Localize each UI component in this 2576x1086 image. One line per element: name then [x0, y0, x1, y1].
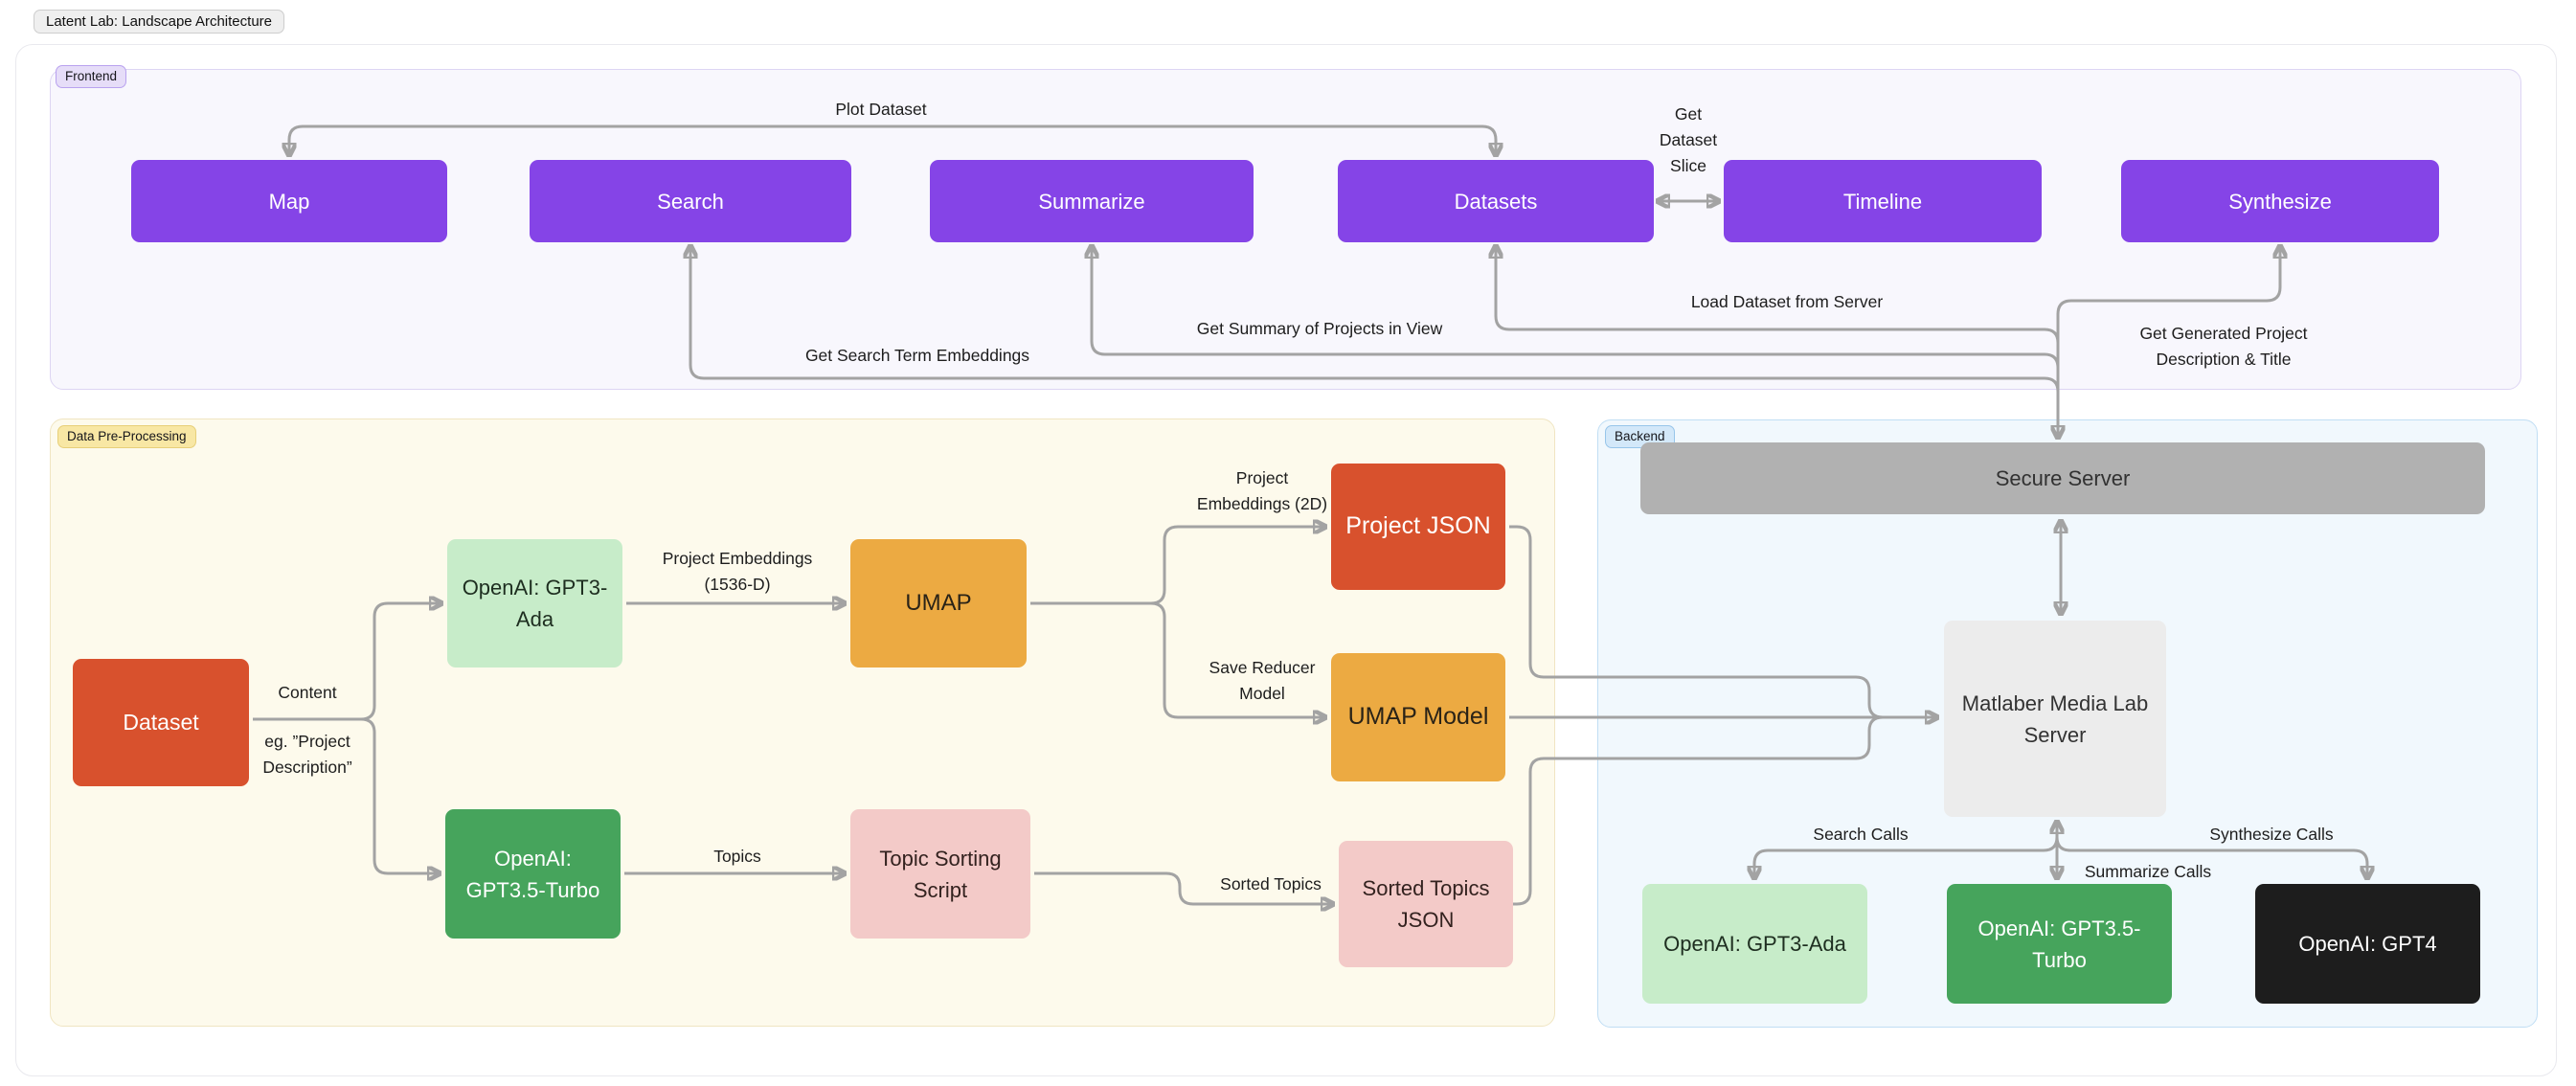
edge-label-load-dataset-from-server: Load Dataset from Server: [1690, 292, 1884, 311]
node-synthesize-label: Synthesize: [2228, 189, 2332, 214]
node-backend-gpt35-turbo[interactable]: OpenAI: GPT3.5-Turbo: [1947, 884, 2172, 1004]
edge-label-content: Content: [278, 683, 337, 702]
node-timeline-label: Timeline: [1842, 189, 1923, 214]
diagram-title: Latent Lab: Landscape Architecture: [34, 10, 285, 34]
node-datasets[interactable]: Datasets: [1338, 160, 1654, 242]
backend-section-label: Backend: [1605, 425, 1675, 448]
node-project-json-label: Project JSON: [1345, 512, 1491, 540]
node-summarize-label: Summarize: [1038, 189, 1145, 214]
edge-label-topics: Topics: [713, 847, 761, 866]
edge-label-get-search-term-embeddings: Get Search Term Embeddings: [804, 346, 1030, 365]
edge-label-eg-project-description: eg. ”Project Description”: [262, 732, 352, 778]
edge-label-plot-dataset: Plot Dataset: [835, 100, 927, 119]
edge-label-get-generated-project: Get Generated Project Description & Titl…: [2139, 324, 2308, 370]
node-sorted-topics-json-label: Sorted Topics JSON: [1362, 876, 1490, 932]
edge-label-project-embeddings-2d: Project Embeddings (2D): [1196, 468, 1328, 514]
node-openai-gpt3-ada-label: OpenAI: GPT3-Ada: [462, 576, 608, 631]
node-map[interactable]: Map: [131, 160, 447, 242]
node-map-label: Map: [268, 189, 310, 214]
node-backend-gpt3-ada[interactable]: OpenAI: GPT3-Ada: [1642, 884, 1867, 1004]
node-topic-sorting-script[interactable]: Topic Sorting Script: [850, 809, 1030, 939]
edge-label-project-embeddings-1536: Project Embeddings (1536-D): [662, 549, 813, 595]
node-backend-gpt4-label: OpenAI: GPT4: [2298, 932, 2437, 956]
node-search[interactable]: Search: [530, 160, 851, 242]
node-dataset[interactable]: Dataset: [73, 659, 249, 786]
node-backend-gpt35-turbo-label: OpenAI: GPT3.5-Turbo: [1977, 916, 2141, 972]
node-openai-gpt35-turbo-label: OpenAI: GPT3.5-Turbo: [465, 846, 600, 902]
preprocessing-section-label: Data Pre-Processing: [57, 425, 196, 448]
edge-label-synthesize-calls: Synthesize Calls: [2209, 825, 2334, 844]
frontend-section-label: Frontend: [56, 65, 127, 88]
node-umap-model-label: UMAP Model: [1347, 703, 1489, 731]
node-umap[interactable]: UMAP: [850, 539, 1027, 667]
edge-label-sorted-topics: Sorted Topics: [1220, 874, 1322, 894]
node-secure-server-label: Secure Server: [1995, 466, 2131, 490]
node-project-json[interactable]: Project JSON: [1331, 464, 1505, 590]
node-matlaber-server[interactable]: Matlaber Media Lab Server: [1944, 621, 2166, 817]
edge-label-summarize-calls: Summarize Calls: [2084, 862, 2212, 881]
node-umap-model[interactable]: UMAP Model: [1331, 653, 1505, 781]
node-backend-gpt4[interactable]: OpenAI: GPT4: [2255, 884, 2480, 1004]
edge-label-get-summary-of-projects: Get Summary of Projects in View: [1196, 319, 1443, 338]
node-matlaber-server-label: Matlaber Media Lab Server: [1961, 690, 2149, 747]
edge-label-get-dataset-slice: Get Dataset Slice: [1659, 104, 1718, 176]
edge-label-save-reducer-model: Save Reducer Model: [1209, 658, 1316, 704]
node-openai-gpt3-ada[interactable]: OpenAI: GPT3-Ada: [447, 539, 622, 667]
node-topic-sorting-script-label: Topic Sorting Script: [879, 846, 1002, 902]
node-search-label: Search: [657, 189, 724, 214]
node-timeline[interactable]: Timeline: [1724, 160, 2042, 242]
node-umap-label: UMAP: [905, 590, 972, 616]
node-sorted-topics-json[interactable]: Sorted Topics JSON: [1339, 841, 1513, 967]
node-openai-gpt35-turbo[interactable]: OpenAI: GPT3.5-Turbo: [445, 809, 621, 939]
node-backend-gpt3-ada-label: OpenAI: GPT3-Ada: [1663, 932, 1846, 956]
node-summarize[interactable]: Summarize: [930, 160, 1254, 242]
node-dataset-label: Dataset: [123, 710, 199, 735]
edge-label-search-calls: Search Calls: [1813, 825, 1909, 844]
node-synthesize[interactable]: Synthesize: [2121, 160, 2439, 242]
node-secure-server[interactable]: Secure Server: [1640, 442, 2485, 514]
node-datasets-label: Datasets: [1454, 189, 1538, 214]
